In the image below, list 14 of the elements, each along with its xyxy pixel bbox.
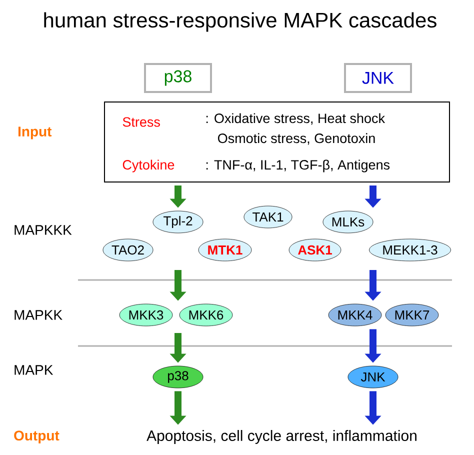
row-label: MAPKK: [14, 310, 62, 320]
input-box: [104, 102, 450, 182]
row-label: MAPKKK: [14, 225, 72, 235]
input-text: : Oxidative stress, Heat shock Osmotic stress, Genotoxin: [206, 113, 386, 145]
input-text: Stress: [122, 117, 160, 127]
row-label: Output: [14, 430, 60, 444]
input-text: : TNF-α, IL-1, TGF-β, Antigens: [206, 160, 390, 172]
row-label: Input: [18, 126, 52, 140]
header-box: p38: [144, 63, 212, 93]
title: human stress-responsive MAPK cascades: [44, 12, 436, 32]
output-text: Apoptosis, cell cycle arrest, inflammation: [146, 430, 416, 444]
header-box: JNK: [344, 63, 412, 93]
row-label: MAPK: [14, 365, 54, 375]
input-text: Cytokine: [122, 160, 174, 172]
